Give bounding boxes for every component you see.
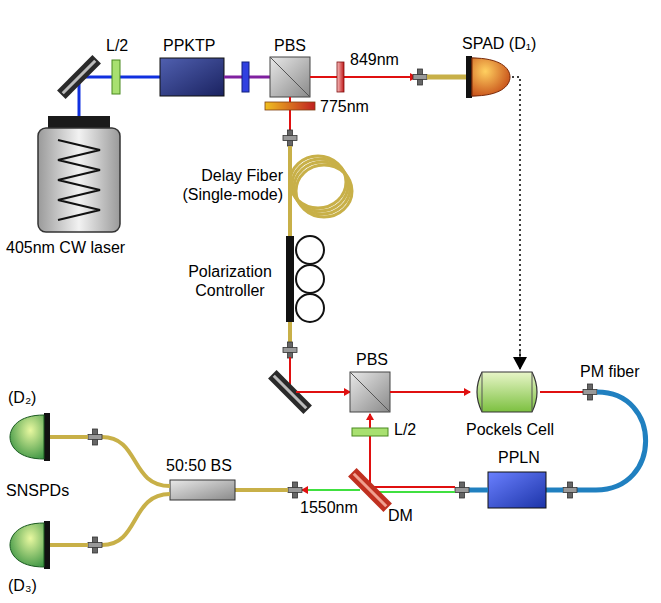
laser — [38, 116, 120, 232]
component-label: (D₂) — [8, 388, 36, 407]
component-label: Polarization Controller — [178, 262, 282, 300]
component-label: (D₃) — [8, 576, 37, 595]
component-label: SNSPDs — [6, 481, 69, 500]
component-label: PM fiber — [580, 362, 640, 381]
component-label: 775nm — [320, 97, 369, 116]
component-label: 1550nm — [300, 498, 358, 517]
component-label: 50:50 BS — [166, 456, 232, 475]
component-label: PBS — [274, 36, 306, 55]
component-label: DM — [388, 506, 413, 525]
component-label: L/2 — [394, 420, 416, 439]
component-label: PBS — [356, 350, 388, 369]
component-label: PPLN — [498, 448, 540, 467]
component-label: PPKTP — [163, 36, 215, 55]
component-label: Pockels Cell — [466, 420, 554, 439]
component-label: Delay Fiber (Single-mode) — [150, 166, 283, 204]
component-label: SPAD (D₁) — [462, 34, 536, 53]
component-label: L/2 — [106, 36, 128, 55]
component-label: 849nm — [350, 50, 399, 69]
component-label: 405nm CW laser — [6, 238, 125, 257]
